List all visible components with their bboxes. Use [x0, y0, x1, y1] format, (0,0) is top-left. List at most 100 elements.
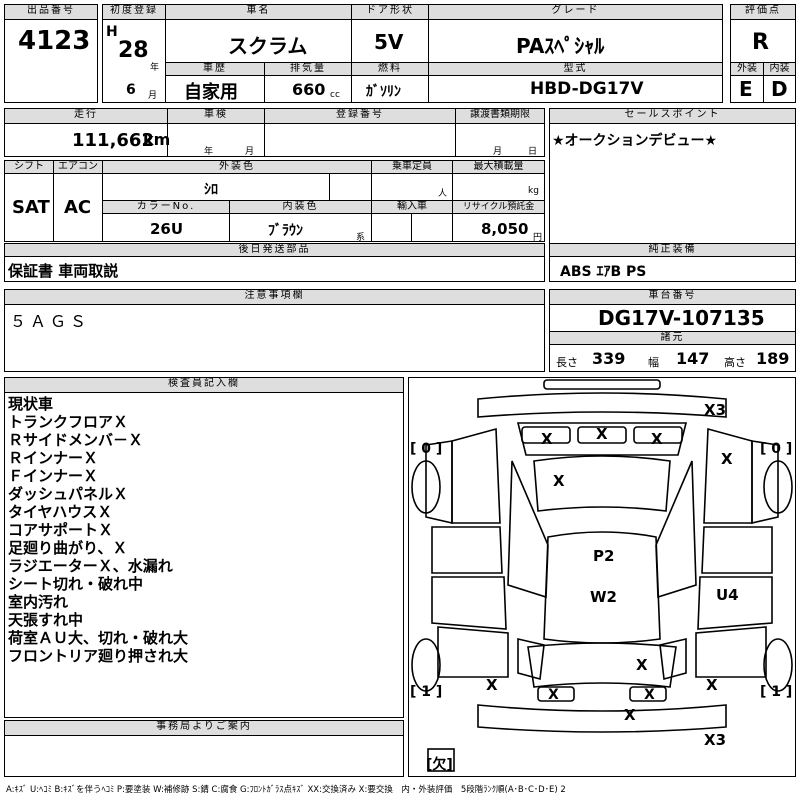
rear-hatch — [527, 642, 677, 688]
model-value: HBD-DG17V — [530, 79, 644, 99]
inspector-note-line: ダッシュパネルＸ — [8, 485, 129, 503]
recycle-unit: 円 — [533, 233, 543, 243]
interior-grade-box — [763, 75, 796, 103]
spare-tire-label: [欠] — [426, 757, 453, 773]
mark-rear-5: X — [644, 687, 655, 703]
later-parts-value: 保証書 車両取説 — [8, 262, 119, 280]
max-load-unit: kg — [528, 186, 539, 196]
inspector-label: 検査員記入欄 — [4, 377, 404, 393]
model-label: 型式 — [428, 62, 723, 76]
lot-box — [4, 19, 98, 103]
chassis-value: DG17V-107135 — [598, 306, 765, 330]
shift-label: シフト — [4, 160, 54, 174]
first-reg-year-unit: 年 — [150, 63, 160, 73]
mark-windshield-3: X — [651, 430, 663, 448]
inspector-note-line: ラジエーターＸ、水漏れ — [8, 557, 173, 575]
a-pillar-left — [507, 460, 549, 599]
length-value: 339 — [592, 349, 626, 368]
max-load-label: 最大積載量 — [452, 160, 545, 174]
first-reg-label: 初度登録 — [102, 4, 166, 20]
mark-hood: X — [553, 472, 565, 490]
rear-lamp-right — [629, 686, 667, 702]
sales-point-value: ★オークションデビュー★ — [552, 133, 718, 149]
mark-bottom-right: X3 — [704, 731, 727, 749]
inspector-note-line: トランクフロアＸ — [8, 413, 129, 431]
windshield-2 — [577, 426, 627, 444]
history-label: 車歴 — [165, 62, 265, 76]
inspector-note-line: シート切れ・破れ中 — [8, 575, 144, 593]
exterior-grade-label: 外装 — [730, 62, 764, 76]
capacity-unit: 人 — [438, 189, 448, 199]
fuel-label: 燃料 — [351, 62, 429, 76]
right-quarter — [695, 626, 767, 678]
score-value: R — [752, 30, 769, 55]
inspection-label: 車検 — [167, 108, 265, 124]
int-color-label: 内装色 — [229, 200, 372, 214]
car-name: スクラム — [228, 34, 308, 58]
diagram-top-bar — [543, 379, 661, 390]
mark-windshield-1: X — [541, 430, 553, 448]
notes-value: ５ＡＧＳ — [10, 312, 91, 331]
mark-roof-2: W2 — [590, 588, 617, 606]
ext-color-label: 外装色 — [102, 160, 372, 174]
rear-pillar-left — [517, 637, 545, 681]
left-front-fender — [425, 440, 453, 525]
mileage-unit: km — [143, 130, 171, 149]
hood-outline — [533, 455, 671, 512]
lot-number: 4123 — [18, 26, 91, 56]
mark-roof-1: P2 — [593, 547, 615, 565]
damage-diagram — [408, 377, 796, 777]
import-label: 輸入車 — [371, 200, 453, 214]
color-no-label: カラーNo. — [102, 200, 230, 214]
legend-text: A:ｷｽﾞ U:ﾍｺﾐ B:ｷｽﾞを伴うﾍｺﾐ P:要塗装 W:補修跡 S:錆 … — [6, 785, 566, 795]
left-door-front — [431, 526, 503, 574]
interior-grade-value: D — [771, 77, 788, 101]
right-door-rear — [697, 576, 773, 630]
int-color-unit: 系 — [356, 233, 366, 243]
rear-lamp-left — [537, 686, 575, 702]
spare-tire-box — [427, 748, 455, 772]
model-box — [428, 75, 723, 103]
mark-rear-6: X — [624, 706, 636, 724]
first-reg-month-unit: 月 — [148, 91, 158, 101]
shift-value: SAT — [12, 197, 50, 218]
right-door-front — [701, 526, 773, 574]
displacement-unit: cc — [330, 90, 340, 100]
transfer-box — [455, 123, 545, 157]
a-pillar-right — [655, 460, 697, 599]
roof-outline — [543, 531, 661, 644]
later-parts-label: 後日発送部品 — [4, 243, 545, 257]
fuel-value: ｶﾞｿﾘﾝ — [366, 84, 401, 100]
import-box — [371, 213, 412, 242]
door-value: 5V — [374, 30, 404, 54]
recycle-label: リサイクル預託金 — [452, 200, 545, 214]
inspector-note-line: ＦインナーＸ — [8, 467, 99, 485]
dims-label: 諸元 — [549, 331, 796, 345]
chassis-label: 車台番号 — [549, 289, 796, 305]
ac-value: AC — [64, 197, 92, 218]
inspector-note-line: コアサポートＸ — [8, 521, 114, 539]
exterior-grade-value: E — [739, 77, 753, 101]
inspector-box — [4, 392, 404, 718]
height-value: 189 — [756, 349, 790, 368]
history-value: 自家用 — [184, 82, 238, 103]
height-label: 高さ — [724, 356, 746, 369]
transfer-day-unit: 日 — [528, 147, 538, 157]
grade-label: グレード — [428, 4, 723, 20]
capacity-label: 乗車定員 — [371, 160, 453, 174]
tire-rear-left — [411, 638, 441, 692]
inspector-note-line: Ｒサイドメンバ－Ｘ — [8, 431, 144, 449]
recycle-value: 8,050 — [481, 220, 529, 238]
mark-rear-2: X — [486, 676, 498, 694]
tire-label-fl: [ 0 ] — [410, 441, 443, 457]
later-parts-box — [4, 256, 545, 282]
mark-rear-1: X — [636, 656, 648, 674]
left-door-rear — [431, 576, 507, 630]
mark-top-right: X3 — [704, 401, 727, 419]
transfer-month-unit: 月 — [493, 147, 503, 157]
width-value: 147 — [676, 349, 710, 368]
length-label: 長さ — [556, 356, 578, 369]
right-body-upper — [703, 427, 753, 524]
inspector-note-line: 荷室ＡＵ大、切れ・破れ大 — [8, 629, 189, 647]
